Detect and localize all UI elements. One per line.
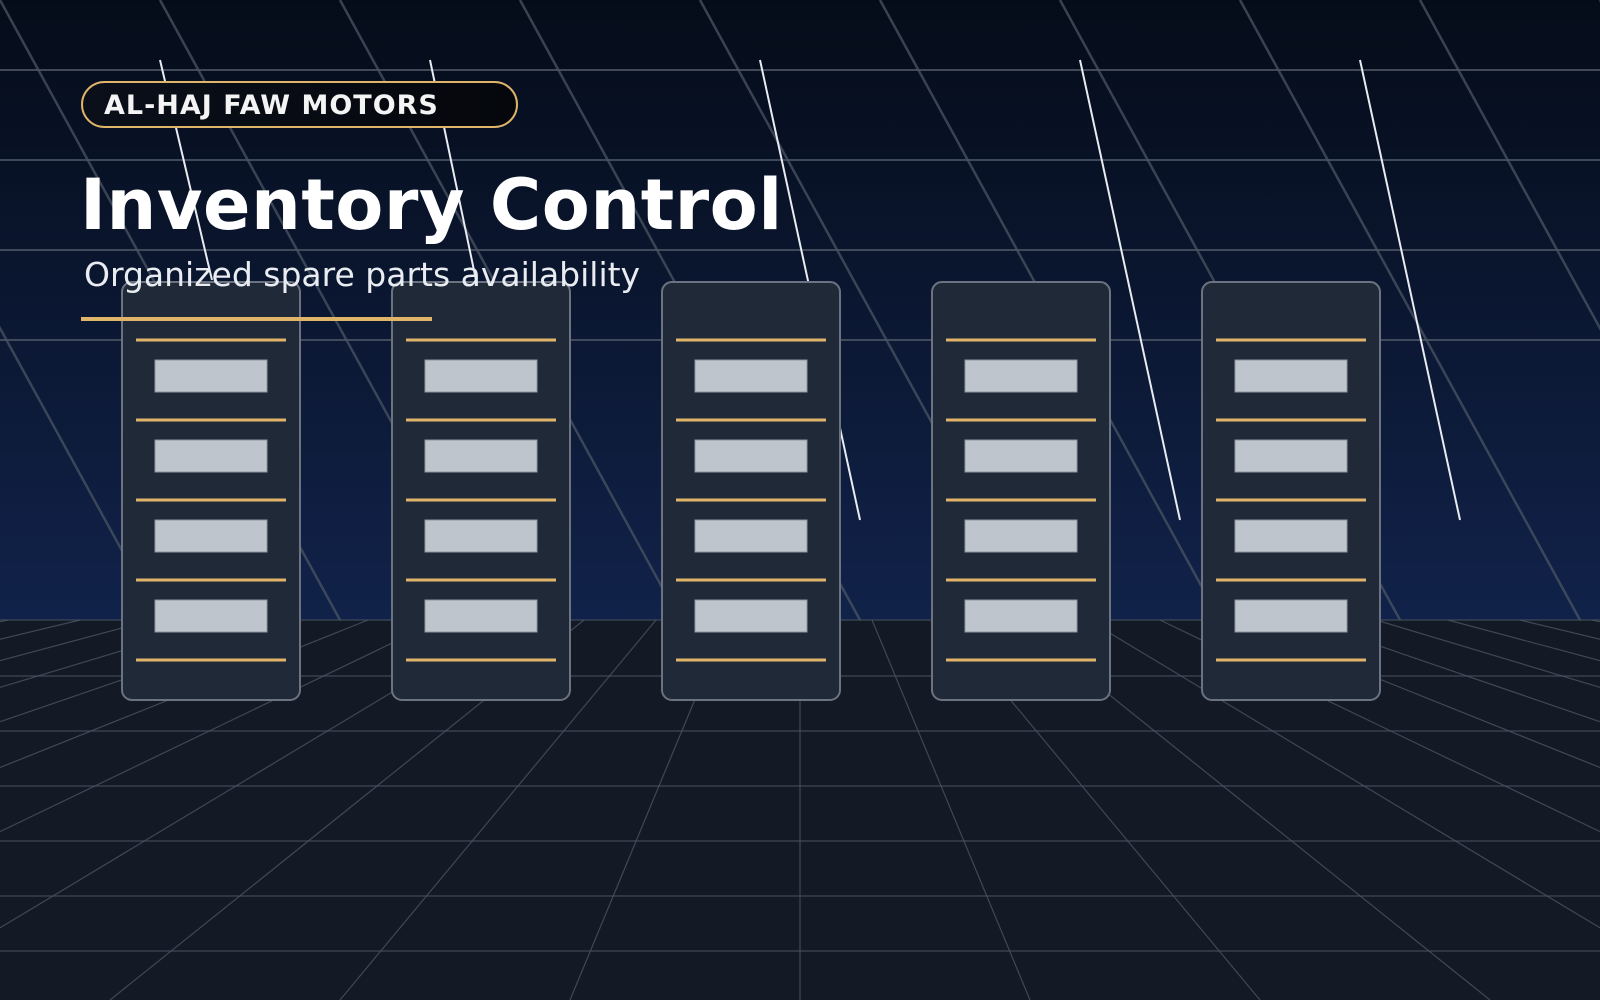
wall-diagonal-line bbox=[1418, 0, 1600, 331]
parts-rack bbox=[1201, 281, 1381, 701]
floor-perspective-line bbox=[871, 619, 1031, 1000]
hanging-line bbox=[1079, 59, 1181, 521]
spare-part-box bbox=[424, 359, 538, 393]
spare-part-box bbox=[1234, 519, 1348, 553]
spare-part-box bbox=[154, 519, 268, 553]
parts-rack bbox=[121, 281, 301, 701]
spare-part-box bbox=[424, 439, 538, 473]
wall-diagonal-line bbox=[1238, 0, 1582, 621]
floor-perspective-line bbox=[0, 619, 441, 833]
floor-perspective-line bbox=[1231, 619, 1600, 769]
spare-part-box bbox=[1234, 599, 1348, 633]
wall-diagonal-line bbox=[0, 325, 162, 621]
spare-part-box bbox=[964, 439, 1078, 473]
rack-frame bbox=[661, 281, 841, 701]
hanging-line bbox=[1359, 59, 1461, 521]
spare-part-box bbox=[964, 359, 1078, 393]
spare-part-box bbox=[1234, 359, 1348, 393]
rack-frame bbox=[391, 281, 571, 701]
spare-part-box bbox=[1234, 439, 1348, 473]
spare-part-box bbox=[154, 599, 268, 633]
spare-part-box bbox=[154, 359, 268, 393]
spare-part-box bbox=[424, 599, 538, 633]
floor-perspective-line bbox=[0, 619, 297, 723]
spare-part-box bbox=[964, 519, 1078, 553]
rack-frame bbox=[1201, 281, 1381, 701]
spare-part-box bbox=[694, 439, 808, 473]
floor-perspective-line bbox=[0, 619, 225, 688]
floor-perspective-line bbox=[339, 619, 657, 1000]
parts-rack bbox=[661, 281, 841, 701]
floor-perspective-line bbox=[1303, 619, 1600, 723]
floor-perspective-line bbox=[1087, 619, 1600, 929]
rack-frame bbox=[931, 281, 1111, 701]
spare-part-box bbox=[694, 599, 808, 633]
floor-perspective-line bbox=[1375, 619, 1600, 688]
spare-part-box bbox=[964, 599, 1078, 633]
parts-rack bbox=[931, 281, 1111, 701]
rack-frame bbox=[121, 281, 301, 701]
spare-part-box bbox=[424, 519, 538, 553]
spare-part-box bbox=[694, 519, 808, 553]
parts-racks bbox=[121, 281, 1381, 701]
spare-part-box bbox=[154, 439, 268, 473]
parts-rack bbox=[391, 281, 571, 701]
spare-part-box bbox=[694, 359, 808, 393]
